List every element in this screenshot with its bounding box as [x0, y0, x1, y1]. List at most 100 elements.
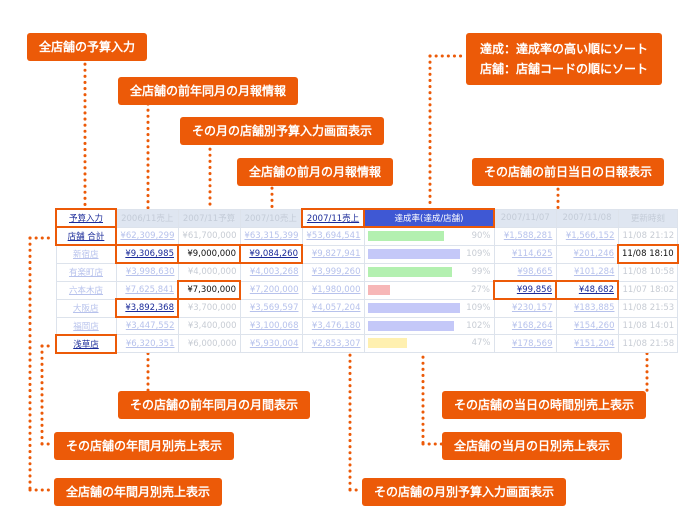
- store-name-link[interactable]: 店舗 合計: [55, 226, 117, 246]
- callout-store-hourly: その店舗の当日の時間別売上表示: [442, 391, 647, 419]
- header-updated: 更新時刻: [617, 208, 679, 228]
- cell-day1[interactable]: ¥230,157: [493, 298, 557, 318]
- cell-day1[interactable]: ¥1,588,281: [493, 226, 557, 246]
- cell-prev-month[interactable]: ¥7,200,000: [239, 280, 303, 300]
- cell-updated[interactable]: 11/07 18:02: [617, 280, 679, 300]
- table-row: 大阪店¥3,892,368¥3,700,000¥3,569,597¥4,057,…: [55, 298, 679, 318]
- rate-bar: [367, 284, 391, 295]
- cell-prev-month[interactable]: ¥3,569,597: [239, 298, 303, 318]
- rate-percent: 109%: [466, 302, 491, 313]
- rate-cell: 109%: [363, 298, 495, 318]
- cell-prev-year[interactable]: ¥6,320,351: [115, 334, 179, 353]
- cell-current[interactable]: ¥4,057,204: [301, 298, 365, 318]
- cell-prev-year[interactable]: ¥9,306,985: [115, 244, 179, 264]
- callout-all-daily-month: 全店舗の当月の日別売上表示: [442, 432, 623, 460]
- callout-store-yearly-monthly: その店舗の年間月別売上表示: [54, 432, 235, 460]
- cell-current[interactable]: ¥9,827,941: [301, 244, 365, 264]
- store-name-link[interactable]: 有楽町店: [55, 262, 117, 282]
- cell-day2[interactable]: ¥48,682: [555, 280, 619, 300]
- cell-prev-month[interactable]: ¥4,003,268: [239, 262, 303, 282]
- cell-day1[interactable]: ¥98,665: [493, 262, 557, 282]
- cell-budget: ¥61,700,000: [177, 226, 241, 246]
- cell-prev-month[interactable]: ¥3,100,068: [239, 316, 303, 335]
- cell-prev-year[interactable]: ¥62,309,299: [115, 226, 179, 246]
- header-rate-sort[interactable]: 達成率(達成/店舗): [363, 208, 495, 228]
- cell-prev-month[interactable]: ¥9,084,260: [239, 244, 303, 264]
- header-budget: 2007/11予算: [177, 208, 241, 228]
- cell-day2[interactable]: ¥151,204: [555, 334, 619, 353]
- table-row: 福岡店¥3,447,552¥3,400,000¥3,100,068¥3,476,…: [55, 316, 679, 335]
- table-row: 六本木店¥7,625,841¥7,300,000¥7,200,000¥1,980…: [55, 280, 679, 300]
- cell-prev-year[interactable]: ¥7,625,841: [115, 280, 179, 300]
- store-name-link[interactable]: 大阪店: [55, 298, 117, 318]
- rate-cell: 27%: [363, 280, 495, 300]
- cell-updated[interactable]: 11/08 10:58: [617, 262, 679, 282]
- store-name-link[interactable]: 福岡店: [55, 316, 117, 335]
- cell-day2[interactable]: ¥183,885: [555, 298, 619, 318]
- callout-daily-report: その店舗の前日当日の日報表示: [472, 158, 665, 186]
- callout-all-yearly-monthly: 全店舗の年間月別売上表示: [54, 478, 223, 506]
- cell-budget: ¥3,400,000: [177, 316, 241, 335]
- cell-updated[interactable]: 11/08 21:58: [617, 334, 679, 353]
- callout-store-monthly-budget-screen: その店舗の月別予算入力画面表示: [362, 478, 567, 506]
- rate-bar: [367, 266, 452, 277]
- sales-table: 予算入力 2006/11売上 2007/11予算 2007/10売上 2007/…: [55, 208, 679, 354]
- callout-prev-month-monthly-all: 全店舗の前月の月報情報: [237, 158, 394, 186]
- cell-current[interactable]: ¥3,999,260: [301, 262, 365, 282]
- budget-input-link[interactable]: 予算入力: [55, 208, 117, 228]
- rate-cell: 102%: [363, 316, 495, 335]
- cell-updated[interactable]: 11/08 14:01: [617, 316, 679, 335]
- cell-current[interactable]: ¥3,476,180: [301, 316, 365, 335]
- rate-percent: 99%: [471, 266, 491, 277]
- store-name-link[interactable]: 六本木店: [55, 280, 117, 300]
- table-header-row: 予算入力 2006/11売上 2007/11予算 2007/10売上 2007/…: [55, 208, 679, 228]
- cell-day1[interactable]: ¥99,856: [493, 280, 557, 300]
- rate-bar: [367, 248, 461, 259]
- rate-bar: [367, 320, 455, 331]
- table-row: 店舗 合計¥62,309,299¥61,700,000¥63,315,399¥5…: [55, 226, 679, 246]
- cell-current[interactable]: ¥53,694,541: [301, 226, 365, 246]
- rate-percent: 90%: [471, 231, 491, 241]
- cell-prev-year[interactable]: ¥3,998,630: [115, 262, 179, 282]
- cell-prev-year[interactable]: ¥3,447,552: [115, 316, 179, 335]
- rate-bar: [367, 231, 444, 241]
- cell-day1[interactable]: ¥178,569: [493, 334, 557, 353]
- cell-current[interactable]: ¥2,853,307: [301, 334, 365, 353]
- cell-day1[interactable]: ¥168,264: [493, 316, 557, 335]
- header-current-month-link[interactable]: 2007/11売上: [301, 208, 365, 228]
- table-row: 新宿店¥9,306,985¥9,000,000¥9,084,260¥9,827,…: [55, 244, 679, 264]
- cell-day2[interactable]: ¥101,284: [555, 262, 619, 282]
- cell-current[interactable]: ¥1,980,000: [301, 280, 365, 300]
- cell-budget[interactable]: ¥9,000,000: [177, 244, 241, 264]
- callout-store-prev-year-month: その店舗の前年同月の月間表示: [118, 391, 311, 419]
- cell-budget[interactable]: ¥7,300,000: [177, 280, 241, 300]
- store-name-link[interactable]: 浅草店: [55, 333, 117, 354]
- cell-updated[interactable]: 11/08 21:53: [617, 298, 679, 318]
- rate-percent: 27%: [471, 284, 490, 295]
- rate-percent: 47%: [471, 338, 491, 349]
- header-prev-year: 2006/11売上: [115, 208, 179, 228]
- rate-cell: 99%: [363, 262, 495, 282]
- cell-day2[interactable]: ¥1,566,152: [555, 226, 619, 246]
- table-row: 浅草店¥6,320,351¥6,000,000¥5,930,004¥2,853,…: [55, 333, 679, 354]
- cell-updated[interactable]: 11/08 18:10: [617, 244, 679, 264]
- callout-sort-info: 達成：達成率の高い順にソート 店舗：店舗コードの順にソート: [466, 33, 663, 85]
- cell-budget: ¥3,700,000: [177, 298, 241, 318]
- cell-prev-year[interactable]: ¥3,892,368: [115, 298, 179, 318]
- cell-day1[interactable]: ¥114,625: [493, 244, 557, 264]
- callout-prev-year-monthly-all: 全店舗の前年同月の月報情報: [118, 77, 299, 105]
- header-prev-month: 2007/10売上: [239, 208, 303, 228]
- cell-prev-month[interactable]: ¥5,930,004: [239, 334, 303, 353]
- rate-percent: 102%: [466, 320, 491, 331]
- rate-bar: [367, 338, 408, 349]
- cell-budget: ¥6,000,000: [177, 334, 241, 353]
- cell-day2[interactable]: ¥154,260: [555, 316, 619, 335]
- cell-updated[interactable]: 11/08 21:12: [617, 226, 679, 246]
- rate-cell: 90%: [363, 226, 495, 246]
- store-name-link[interactable]: 新宿店: [55, 244, 117, 264]
- cell-prev-month[interactable]: ¥63,315,399: [239, 226, 303, 246]
- cell-day2[interactable]: ¥201,246: [555, 244, 619, 264]
- rate-percent: 109%: [466, 248, 491, 259]
- callout-store-budget-input-screen: その月の店舗別予算入力画面表示: [180, 117, 385, 145]
- rate-cell: 47%: [363, 334, 495, 353]
